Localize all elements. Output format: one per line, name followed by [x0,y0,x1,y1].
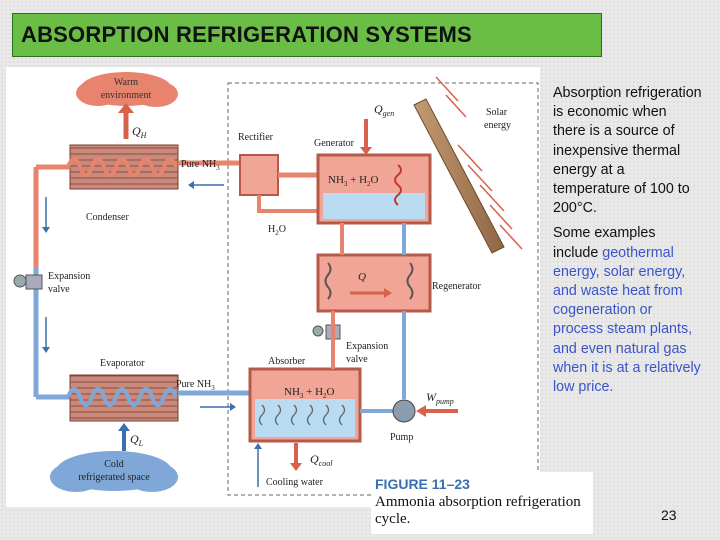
regen-coil-left [324,262,332,300]
side-paragraph-2: Some examples include geothermal energy,… [553,224,703,397]
side-paragraph-1: Absorption refrigeration is economic whe… [553,85,702,217]
ql-label: QL [130,432,144,448]
cold-space-cloud: Cold refrigerated space [50,451,178,492]
cold-line2: refrigerated space [78,472,150,483]
warm-env-line1: Warm [114,77,138,88]
title-bar: ABSORPTION REFRIGERATION SYSTEMS [12,13,602,57]
qgen-label: Qgen [374,102,394,118]
slide-title: ABSORPTION REFRIGERATION SYSTEMS [21,22,472,47]
evaporator-coil [69,374,179,422]
solar-line1: Solar [486,107,508,118]
warm-env-line2: environment [101,90,152,101]
qh-label: QH [132,124,148,140]
solar-line2: energy [484,120,511,131]
generator-liquid [323,193,425,219]
regenerator-label: Regenerator [432,281,482,292]
side-text: Absorption refrigeration is economic whe… [553,84,703,403]
evaporator-label: Evaporator [100,358,145,369]
generator-label: Generator [314,138,355,149]
pure-nh3-bottom: Pure NH3 [176,379,215,392]
figure-caption: FIGURE 11–23 Ammonia absorption refriger… [371,472,593,534]
h2o-label: H2O [268,224,286,237]
regenerator-box [316,253,432,313]
rectifier-label: Rectifier [238,132,274,143]
pure-nh3-top: Pure NH3 [181,159,220,172]
diagram-svg: Warm environment QH Condenser Pure NH3 R… [13,72,539,496]
expansion-valve-left [13,274,43,290]
expansion-valve-right-line1: Expansion [346,341,388,352]
cooling-water-label: Cooling water [266,477,324,488]
wpump-label: Wpump [426,390,454,406]
qh-arrowhead [118,103,134,113]
expansion-valve-right [312,324,341,340]
figure-label: FIGURE 11–23 [375,476,470,492]
figure-caption-text: Ammonia absorption refrigeration cycle. [375,494,581,527]
pipe-h2o-return [257,195,318,213]
absorption-diagram: Warm environment QH Condenser Pure NH3 R… [6,67,540,507]
condenser-label: Condenser [86,212,129,223]
solar-collector [413,98,505,254]
generator-coil [394,164,402,206]
side-paragraph-2-highlight: geothermal energy, solar energy, and was… [553,244,701,396]
condenser-coil [69,144,179,190]
pump-body [392,399,416,423]
solar-rays [435,76,523,250]
expansion-valve-left-line2: valve [48,284,70,295]
warm-environment-cloud: Warm environment [76,72,178,107]
page-number: 23 [661,507,677,523]
absorber-coil [258,404,346,426]
expansion-valve-right-line2: valve [346,354,368,365]
regen-coil-right [406,262,414,300]
pump-label: Pump [390,432,413,443]
absorber-label: Absorber [268,356,306,367]
gen-nh3-h2o: NH3 + H2O [328,174,379,188]
condenser-tube [66,157,178,177]
evaporator-tube [66,387,178,407]
qcool-label: Qcool [310,452,333,468]
rectifier-box [239,154,279,196]
absorber-liquid [255,399,355,437]
expansion-valve-left-line1: Expansion [48,271,90,282]
q-regen-label: Q [358,271,366,283]
cold-line1: Cold [104,459,123,470]
abs-nh3-h2o: NH3 + H2O [284,386,335,400]
side-paragraph-2-prefix: Some examples include [553,225,656,261]
